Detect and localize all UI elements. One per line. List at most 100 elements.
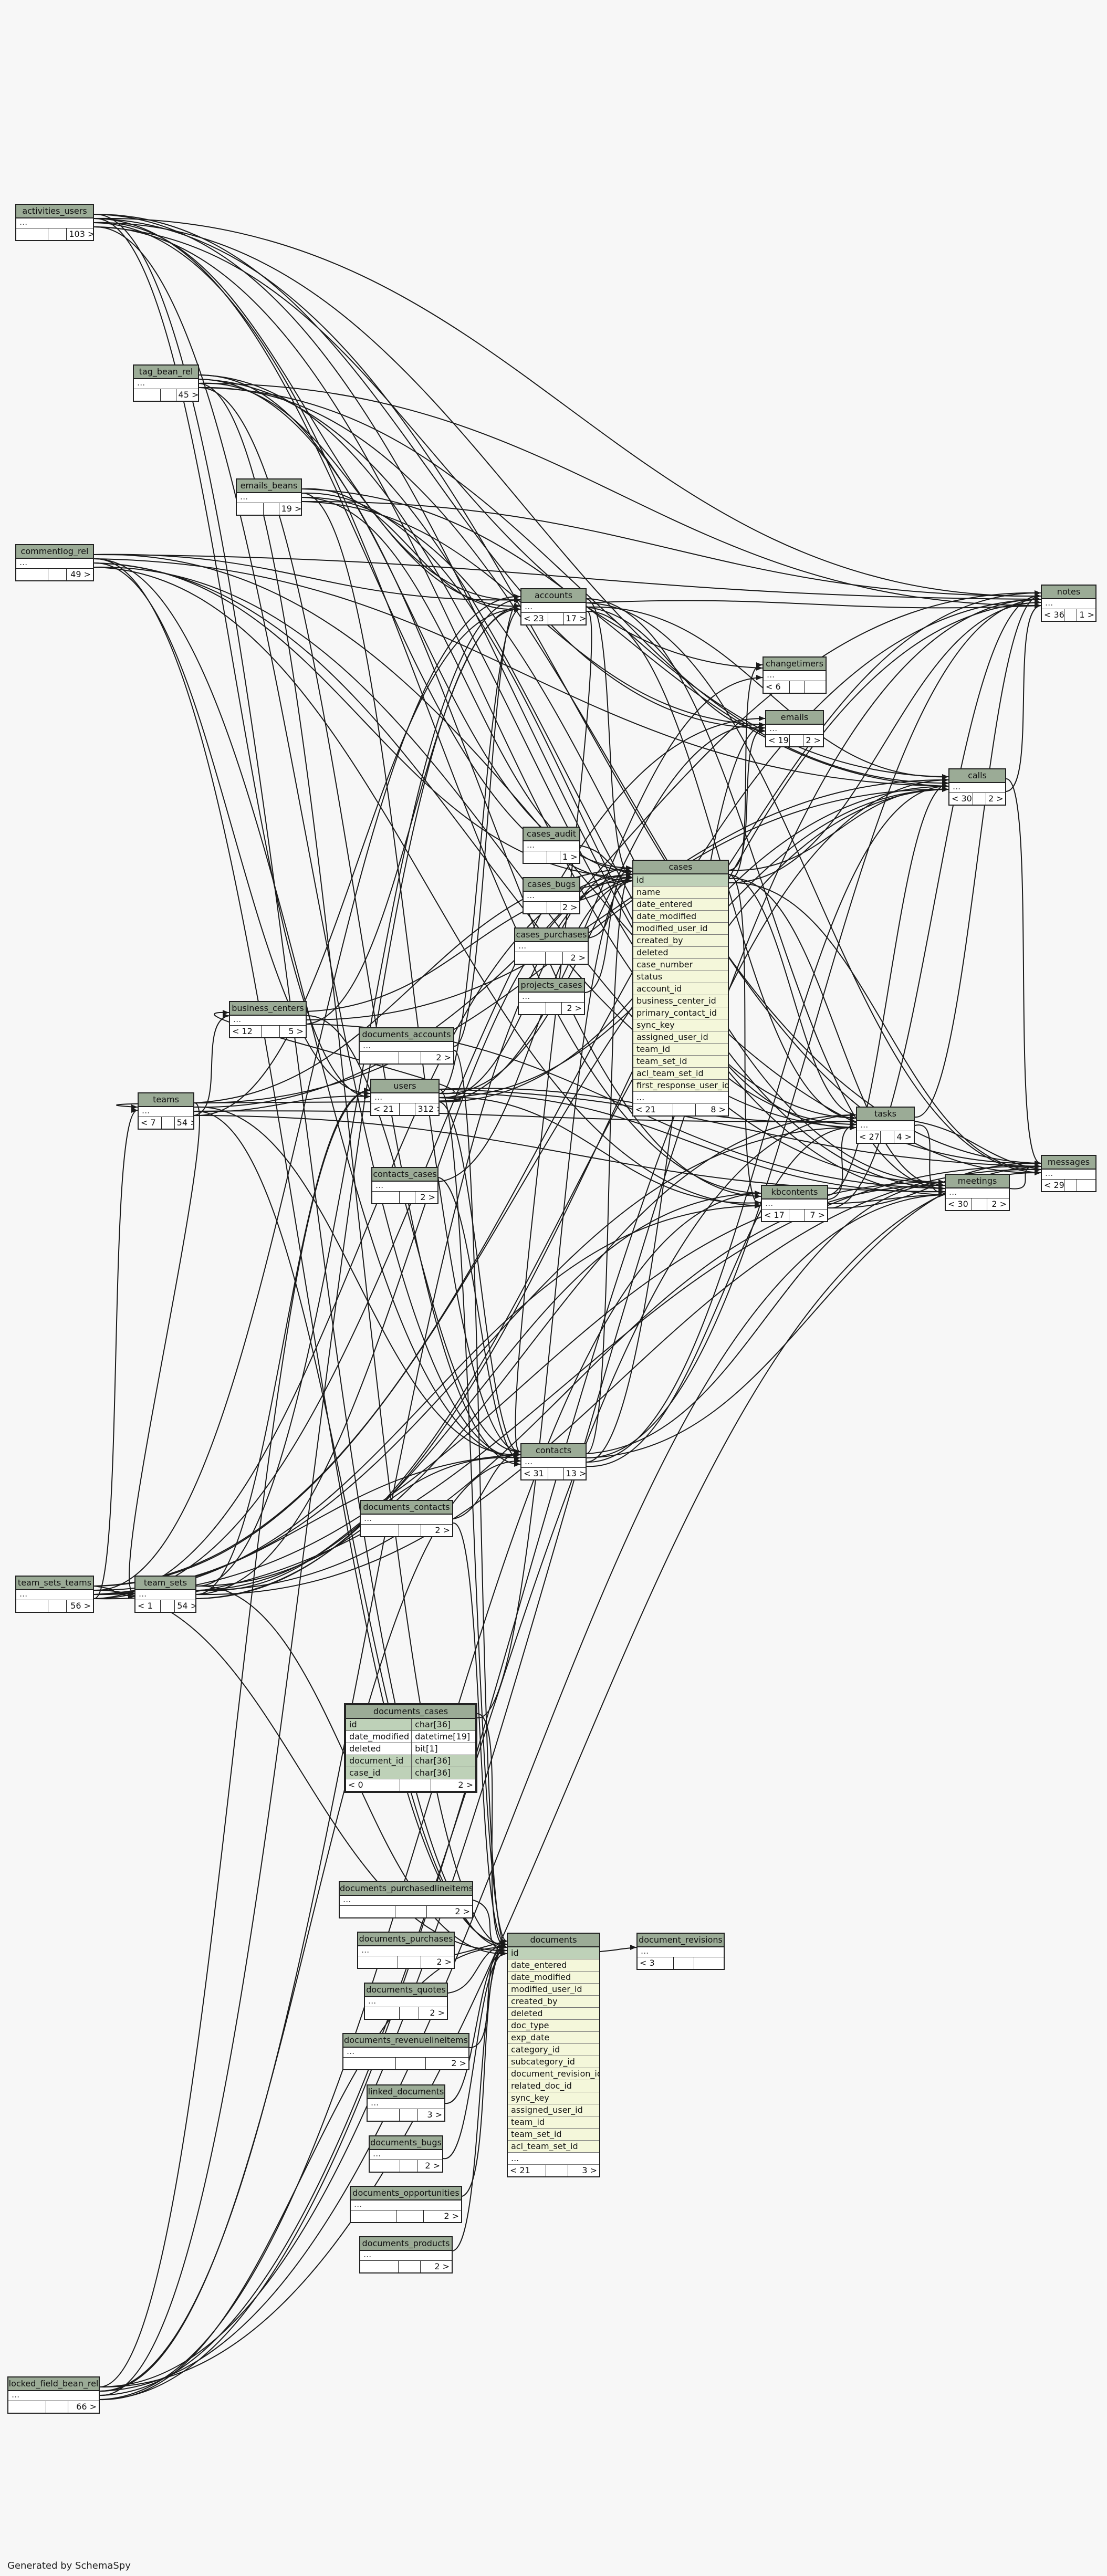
- table-documents-contacts[interactable]: documents_contacts ... 2 >: [360, 1500, 453, 1537]
- relationship-line: [129, 1102, 200, 1594]
- table-ellipsis: ...: [638, 1947, 724, 1957]
- parents-count: < 1: [135, 1600, 161, 1612]
- table-documents-quotes[interactable]: documents_quotes ... 2 >: [364, 1983, 448, 2020]
- relationship-line: [452, 1944, 507, 2251]
- relationship-line: [439, 1097, 761, 1204]
- relationship-line: [447, 1944, 507, 1994]
- relationship-line: [199, 374, 857, 1119]
- table-cases-purchases[interactable]: cases_purchases ... 2 >: [514, 927, 589, 965]
- table-documents-revenuelineitems[interactable]: documents_revenuelineitems ... 2 >: [342, 2033, 469, 2070]
- table-activities-users[interactable]: activities_users ... 103 >: [15, 204, 94, 241]
- table-title: cases_audit: [524, 828, 579, 841]
- relationship-line: [199, 379, 761, 1197]
- relationship-line: [1009, 1165, 1041, 1190]
- parents-count: < 7: [139, 1117, 162, 1129]
- table-ellipsis: ...: [237, 493, 301, 503]
- table-cases-audit[interactable]: cases_audit ... 1 >: [523, 827, 580, 864]
- table-documents-accounts[interactable]: documents_accounts ... 2 >: [359, 1027, 454, 1065]
- table-ellipsis: ...: [134, 379, 198, 389]
- relationship-line: [194, 1015, 229, 1116]
- relationship-line: [586, 602, 1041, 1173]
- table-team-sets-teams[interactable]: team_sets_teams ... 56 >: [15, 1576, 94, 1613]
- table-ellipsis: ...: [371, 1093, 438, 1103]
- relationship-line: [454, 599, 521, 1047]
- table-teams[interactable]: teams ... < 754 >: [138, 1092, 194, 1130]
- table-ellipsis: ...: [358, 1946, 454, 1956]
- table-emails-beans[interactable]: emails_beans ... 19 >: [236, 478, 302, 516]
- table-title: calls: [949, 769, 1005, 783]
- parents-count: < 27: [857, 1131, 881, 1143]
- table-cases-bugs[interactable]: cases_bugs ... 2 >: [523, 877, 580, 914]
- table-ellipsis: ...: [515, 942, 588, 952]
- relationship-line: [515, 610, 592, 1453]
- relationship-line: [93, 874, 633, 1599]
- children-count: [1077, 1180, 1095, 1191]
- table-changetimers[interactable]: changetimers ... < 6: [763, 656, 827, 694]
- table-documents-products[interactable]: documents_products ... 2 >: [359, 2236, 453, 2273]
- column-row: exp_date: [508, 2032, 599, 2044]
- children-count: 1 >: [1079, 610, 1094, 620]
- parents-count: < 31: [521, 1468, 549, 1479]
- column-list: id name date_entered date_modified modif…: [633, 874, 728, 1104]
- parents-count: [46, 2401, 68, 2413]
- table-ellipsis: ...: [1042, 1169, 1095, 1179]
- relationship-line: [194, 1110, 857, 1122]
- table-title: users: [371, 1080, 438, 1093]
- table-document-revisions[interactable]: document_revisions ... < 3: [636, 1933, 725, 1970]
- arrowhead-icon: [759, 725, 765, 731]
- parents-count: [397, 2210, 424, 2222]
- arrowhead-icon: [364, 1094, 370, 1099]
- table-title: cases: [633, 861, 728, 874]
- table-messages[interactable]: messages ... < 29: [1041, 1155, 1096, 1192]
- arrowhead-icon: [755, 1191, 761, 1196]
- table-ellipsis: ...: [368, 2099, 444, 2109]
- parents-count: [48, 228, 67, 240]
- children-count: 2 >: [988, 794, 1004, 804]
- children-count: 17 >: [566, 613, 586, 623]
- table-locked-field-bean-rel[interactable]: locked_field_bean_rel ... 66 >: [7, 2376, 100, 2414]
- table-documents-purchases[interactable]: documents_purchases ... 2 >: [357, 1932, 455, 1969]
- table-contacts-cases[interactable]: contacts_cases ... 2 >: [371, 1167, 438, 1204]
- children-count: 2 >: [436, 1957, 452, 1967]
- parents-count: < 21: [371, 1103, 400, 1115]
- table-tag-bean-rel[interactable]: tag_bean_rel ... 45 >: [133, 364, 199, 402]
- arrowhead-icon: [514, 597, 520, 602]
- table-title: linked_documents: [368, 2085, 444, 2099]
- children-count: 54 >: [176, 1118, 193, 1128]
- table-commentlog-rel[interactable]: commentlog_rel ... 49 >: [15, 544, 94, 581]
- column-row: related_doc_id: [508, 2080, 599, 2092]
- relationship-line: [438, 880, 633, 1182]
- table-ellipsis: ...: [139, 1107, 193, 1117]
- column-row: status: [633, 971, 728, 983]
- children-count: 56 >: [70, 1601, 91, 1611]
- table-linked-documents[interactable]: linked_documents ... 3 >: [367, 2084, 445, 2122]
- table-cases[interactable]: cases id name date_entered date_modified…: [632, 860, 729, 1117]
- column-row: team_id: [508, 2116, 599, 2129]
- table-documents-bugs[interactable]: documents_bugs ... 2 >: [369, 2135, 443, 2173]
- column-row: deleted: [508, 2008, 599, 2020]
- column-row: modified_user_id: [633, 923, 728, 935]
- footer-credit: Generated by SchemaSpy: [7, 2560, 131, 2571]
- table-documents-opportunities[interactable]: documents_opportunities ... 2 >: [350, 2186, 462, 2223]
- table-documents[interactable]: documents id date_entered date_modified …: [507, 1933, 600, 2177]
- table-documents-purchasedlineitems[interactable]: documents_purchasedlineitems ... 2 >: [339, 1881, 473, 1918]
- arrowhead-icon: [626, 865, 632, 871]
- relationship-line: [477, 1713, 507, 1948]
- children-count: 13 >: [566, 1468, 586, 1478]
- table-title: team_sets_teams: [16, 1577, 93, 1590]
- relationship-line: [99, 1090, 371, 2387]
- table-projects-cases[interactable]: projects_cases ... 2 >: [518, 978, 585, 1015]
- column-row: subcategory_id: [508, 2056, 599, 2068]
